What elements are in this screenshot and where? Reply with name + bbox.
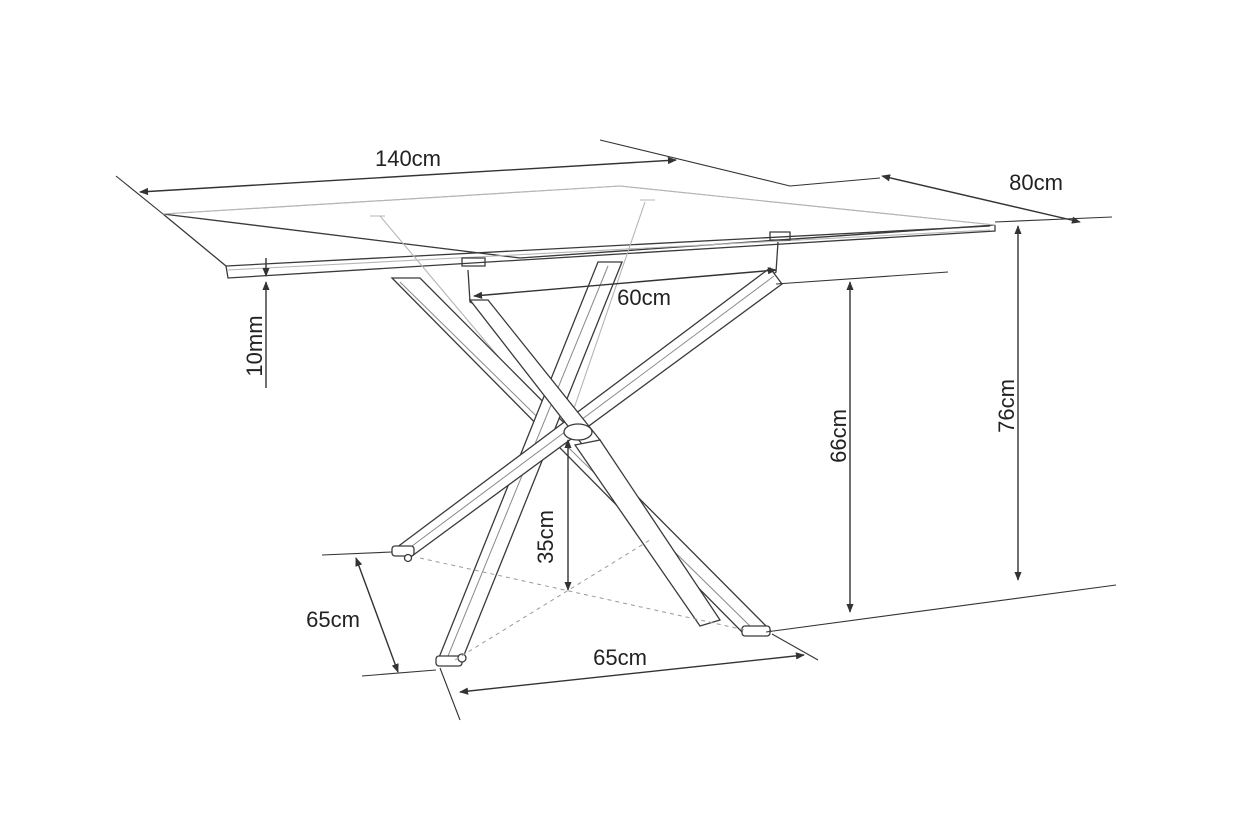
dimension-frame: 60cm — [473, 267, 949, 310]
table-top — [162, 185, 996, 279]
floor-diagonals — [419, 539, 746, 661]
label-leg-height: 66cm — [826, 409, 851, 463]
table-legs — [379, 201, 783, 667]
dimension-width: 80cm — [789, 170, 1113, 224]
label-width: 80cm — [1009, 170, 1063, 195]
label-length: 140cm — [375, 146, 441, 171]
dimension-base-width: 65cm — [439, 633, 819, 721]
dimension-base-depth: 65cm — [306, 551, 437, 677]
label-total-height: 76cm — [994, 379, 1019, 433]
label-cross-height: 35cm — [533, 510, 558, 564]
dimension-length: 140cm — [115, 139, 791, 215]
label-frame: 60cm — [617, 285, 671, 310]
dimension-cross-height: 35cm — [533, 439, 572, 591]
label-thickness: 10mm — [242, 315, 267, 376]
label-base-depth: 65cm — [306, 607, 360, 632]
top-frame — [370, 199, 791, 307]
dimension-leg-height: 66cm — [826, 281, 854, 613]
dimension-thickness: 10mm — [242, 258, 270, 388]
dimension-total-height: 76cm — [765, 225, 1117, 633]
label-base-width: 65cm — [593, 645, 647, 670]
